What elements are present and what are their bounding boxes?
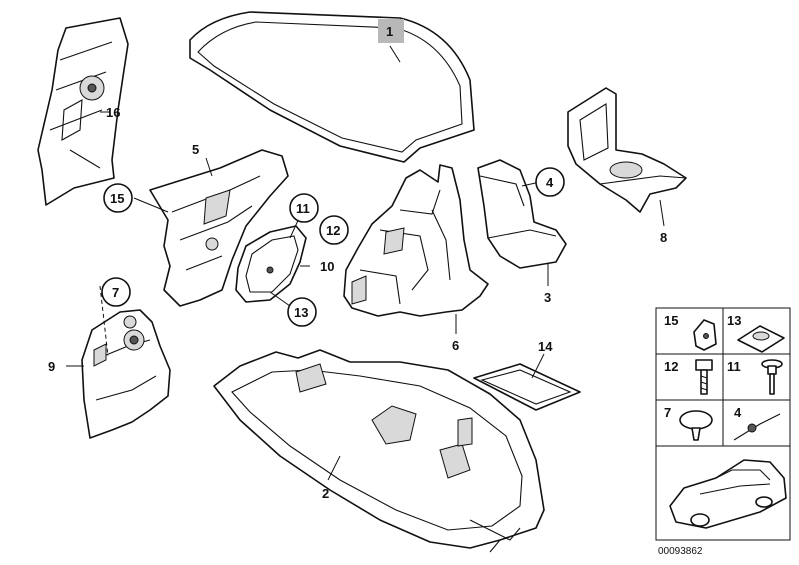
callout-12-circle [319,215,349,245]
callout-13: 13 [294,305,308,320]
callout-6: 6 [452,338,459,353]
callout-7: 7 [112,285,119,300]
part-6-rear-side-trim[interactable] [343,164,489,317]
callout-11-circle [289,193,319,223]
car-silhouette-icon [669,459,787,529]
callout-15: 15 [110,191,124,206]
callout-5: 5 [192,142,199,157]
legend-label-7: 7 [664,405,671,420]
screw-icon [761,359,783,395]
callout-2: 2 [322,486,329,501]
fastener-legend: 15 13 12 11 7 4 [655,307,791,557]
rivet-icon [679,410,713,441]
legend-label-15: 15 [664,313,678,328]
reference-number: 00093862 [658,546,703,557]
part-14-pad[interactable] [473,363,581,411]
callout-12: 12 [326,223,340,238]
callouts: 1 16 5 15 11 12 10 13 4 3 8 6 7 9 2 14 [48,19,667,501]
cable-tie-icon [733,413,781,441]
part-1-parcel-shelf[interactable] [189,11,475,163]
callout-4: 4 [546,175,554,190]
callout-14: 14 [538,339,553,354]
callout-4-circle [535,167,565,197]
callout-16: 16 [106,105,120,120]
part-8-bracket-tray[interactable] [567,87,687,213]
part-16-side-trim[interactable] [37,17,129,206]
part-2-trunk-floor[interactable] [213,349,545,553]
callout-8: 8 [660,230,667,245]
bolt-icon [695,359,713,395]
bracket-clip-icon [693,319,717,351]
legend-label-4: 4 [734,405,742,420]
legend-label-11: 11 [727,359,741,374]
callout-13-circle [287,297,317,327]
nut-clip-icon [737,325,785,353]
part-9-lower-side-trim[interactable] [81,309,171,439]
callout-11: 11 [296,201,310,216]
callout-1: 1 [386,24,393,39]
callout-1-highlight [378,19,404,43]
legend-label-12: 12 [664,359,678,374]
part-10-trim-cover[interactable] [235,225,307,303]
legend-label-13: 13 [727,313,741,328]
callout-15-circle [103,183,133,213]
callout-9: 9 [48,359,55,374]
callout-10: 10 [320,259,334,274]
part-3-wheel-arch[interactable] [477,159,567,269]
leader-lines [66,45,665,481]
callout-3: 3 [544,290,551,305]
part-5-side-panel[interactable] [149,149,289,307]
callout-7-circle [101,277,131,307]
